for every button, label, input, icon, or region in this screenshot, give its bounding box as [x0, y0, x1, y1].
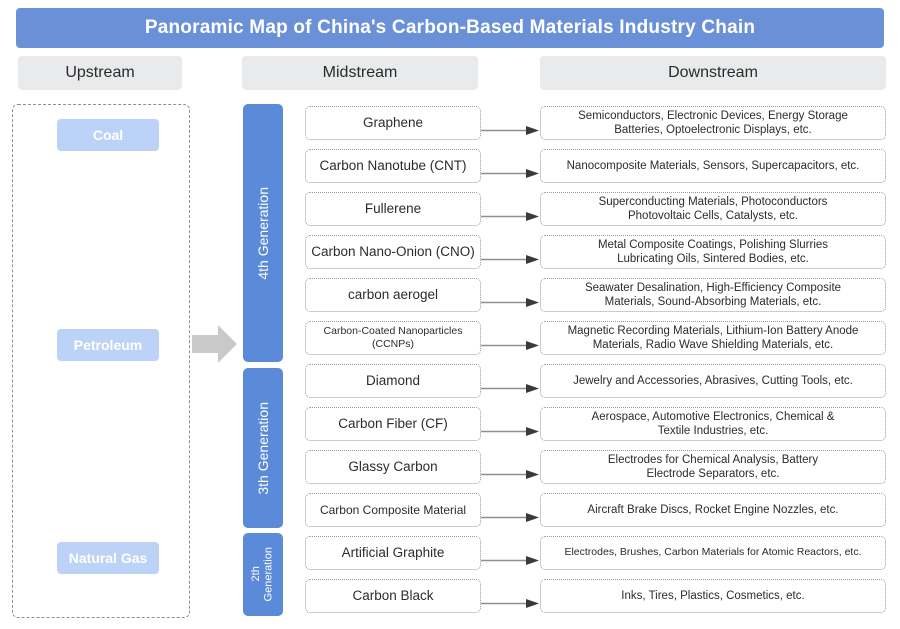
downstream-applications-label: Electrodes, Brushes, Carbon Materials fo…	[564, 546, 862, 559]
generation-bar-2th[interactable]: 2th Generation	[243, 533, 283, 616]
downstream-applications-label: Semiconductors, Electronic Devices, Ener…	[578, 109, 848, 136]
upstream-item-coal[interactable]: Coal	[57, 119, 159, 151]
chain-row: Fullerene Superconducting Materials, Pho…	[0, 190, 900, 233]
midstream-item-label: Artificial Graphite	[341, 544, 445, 560]
downstream-applications-label: Magnetic Recording Materials, Lithium-Io…	[567, 324, 859, 351]
chain-row: Graphene Semiconductors, Electronic Devi…	[0, 104, 900, 147]
chain-row: Diamond Jewelry and Accessories, Abrasiv…	[0, 362, 900, 405]
upstream-item-natural-gas[interactable]: Natural Gas	[57, 542, 159, 574]
chain-row: Glassy Carbon Electrodes for Chemical An…	[0, 448, 900, 491]
midstream-item-carbon-nano-onion[interactable]: Carbon Nano-Onion (CNO)	[305, 235, 481, 269]
midstream-to-downstream-arrow-icon	[481, 423, 540, 436]
midstream-item-label: Carbon Nanotube (CNT)	[319, 157, 467, 173]
midstream-item-label: Carbon Black	[352, 587, 434, 603]
downstream-applications-label: Aircraft Brake Discs, Rocket Engine Nozz…	[587, 503, 839, 516]
midstream-item-carbon-coated-nanoparticles[interactable]: Carbon-Coated Nanoparticles (CCNPs)	[305, 321, 481, 355]
downstream-applications-label: Superconducting Materials, Photoconducto…	[598, 195, 828, 222]
column-header-midstream-label: Midstream	[322, 64, 398, 81]
midstream-to-downstream-arrow-icon	[481, 294, 540, 307]
upstream-container: Coal Petroleum Natural Gas	[12, 104, 190, 618]
downstream-applications[interactable]: Electrodes, Brushes, Carbon Materials fo…	[540, 536, 886, 570]
midstream-item-label: Carbon-Coated Nanoparticles (CCNPs)	[323, 325, 463, 350]
midstream-item-label: Carbon Nano-Onion (CNO)	[311, 243, 475, 259]
downstream-applications[interactable]: Inks, Tires, Plastics, Cosmetics, etc.	[540, 579, 886, 613]
column-header-upstream-label: Upstream	[65, 64, 135, 81]
chain-row: carbon aerogel Seawater Desalination, Hi…	[0, 276, 900, 319]
midstream-item-carbon-composite-material[interactable]: Carbon Composite Material	[305, 493, 481, 527]
chain-row: Carbon Black Inks, Tires, Plastics, Cosm…	[0, 577, 900, 620]
column-header-downstream-label: Downstream	[668, 64, 758, 81]
midstream-to-downstream-arrow-icon	[481, 122, 540, 135]
downstream-applications[interactable]: Nanocomposite Materials, Sensors, Superc…	[540, 149, 886, 183]
midstream-to-downstream-arrow-icon	[481, 208, 540, 221]
upstream-item-label: Natural Gas	[68, 550, 148, 566]
chain-row: Carbon Nano-Onion (CNO) Metal Composite …	[0, 233, 900, 276]
midstream-item-label: Carbon Composite Material	[319, 502, 467, 517]
midstream-to-downstream-arrow-icon	[481, 165, 540, 178]
midstream-to-downstream-arrow-icon	[481, 466, 540, 479]
midstream-item-diamond[interactable]: Diamond	[305, 364, 481, 398]
downstream-applications-label: Seawater Desalination, High-Efficiency C…	[584, 281, 842, 308]
downstream-applications[interactable]: Semiconductors, Electronic Devices, Ener…	[540, 106, 886, 140]
downstream-applications[interactable]: Aircraft Brake Discs, Rocket Engine Nozz…	[540, 493, 886, 527]
midstream-to-downstream-arrow-icon	[481, 595, 540, 608]
downstream-applications-label: Metal Composite Coatings, Polishing Slur…	[597, 238, 829, 265]
downstream-applications-label: Nanocomposite Materials, Sensors, Superc…	[566, 159, 860, 172]
midstream-item-label: Diamond	[365, 372, 421, 388]
generation-bar-3th[interactable]: 3th Generation	[243, 368, 283, 528]
midstream-item-artificial-graphite[interactable]: Artificial Graphite	[305, 536, 481, 570]
midstream-to-downstream-arrow-icon	[481, 380, 540, 393]
midstream-item-fullerene[interactable]: Fullerene	[305, 192, 481, 226]
downstream-applications[interactable]: Superconducting Materials, Photoconducto…	[540, 192, 886, 226]
downstream-applications-label: Electrodes for Chemical Analysis, Batter…	[607, 453, 819, 480]
midstream-item-carbon-nanotube[interactable]: Carbon Nanotube (CNT)	[305, 149, 481, 183]
downstream-applications-label: Inks, Tires, Plastics, Cosmetics, etc.	[621, 589, 805, 602]
midstream-item-carbon-aerogel[interactable]: carbon aerogel	[305, 278, 481, 312]
downstream-applications[interactable]: Magnetic Recording Materials, Lithium-Io…	[540, 321, 886, 355]
midstream-item-graphene[interactable]: Graphene	[305, 106, 481, 140]
downstream-applications-label: Aerospace, Automotive Electronics, Chemi…	[591, 410, 835, 437]
midstream-item-carbon-fiber[interactable]: Carbon Fiber (CF)	[305, 407, 481, 441]
midstream-to-downstream-arrow-icon	[481, 337, 540, 350]
upstream-item-label: Coal	[92, 127, 124, 143]
midstream-item-label: Fullerene	[364, 200, 422, 216]
midstream-to-downstream-arrow-icon	[481, 251, 540, 264]
column-header-midstream[interactable]: Midstream	[242, 56, 478, 90]
page-title-bar: Panoramic Map of China's Carbon-Based Ma…	[16, 8, 884, 48]
upstream-item-label: Petroleum	[73, 337, 143, 353]
page-title: Panoramic Map of China's Carbon-Based Ma…	[144, 17, 756, 38]
midstream-item-label: carbon aerogel	[347, 286, 439, 302]
chain-row: Carbon Nanotube (CNT) Nanocomposite Mate…	[0, 147, 900, 190]
chain-row: Carbon Fiber (CF) Aerospace, Automotive …	[0, 405, 900, 448]
downstream-applications[interactable]: Metal Composite Coatings, Polishing Slur…	[540, 235, 886, 269]
midstream-item-label: Glassy Carbon	[348, 458, 438, 474]
chain-row: Artificial Graphite Electrodes, Brushes,…	[0, 534, 900, 577]
downstream-applications[interactable]: Electrodes for Chemical Analysis, Batter…	[540, 450, 886, 484]
column-header-downstream[interactable]: Downstream	[540, 56, 886, 90]
midstream-to-downstream-arrow-icon	[481, 509, 540, 522]
midstream-item-carbon-black[interactable]: Carbon Black	[305, 579, 481, 613]
downstream-applications-label: Jewelry and Accessories, Abrasives, Cutt…	[573, 374, 853, 387]
generation-bar-4th[interactable]: 4th Generation	[243, 104, 283, 362]
chain-row: Carbon-Coated Nanoparticles (CCNPs) Magn…	[0, 319, 900, 362]
midstream-item-label: Graphene	[362, 114, 424, 130]
downstream-applications[interactable]: Seawater Desalination, High-Efficiency C…	[540, 278, 886, 312]
column-header-upstream[interactable]: Upstream	[18, 56, 182, 90]
downstream-applications[interactable]: Aerospace, Automotive Electronics, Chemi…	[540, 407, 886, 441]
downstream-applications[interactable]: Jewelry and Accessories, Abrasives, Cutt…	[540, 364, 886, 398]
upstream-item-petroleum[interactable]: Petroleum	[57, 329, 159, 361]
upstream-to-midstream-arrow-icon	[192, 322, 238, 366]
midstream-item-glassy-carbon[interactable]: Glassy Carbon	[305, 450, 481, 484]
chain-row: Carbon Composite Material Aircraft Brake…	[0, 491, 900, 534]
midstream-item-label: Carbon Fiber (CF)	[338, 415, 448, 431]
midstream-to-downstream-arrow-icon	[481, 552, 540, 565]
